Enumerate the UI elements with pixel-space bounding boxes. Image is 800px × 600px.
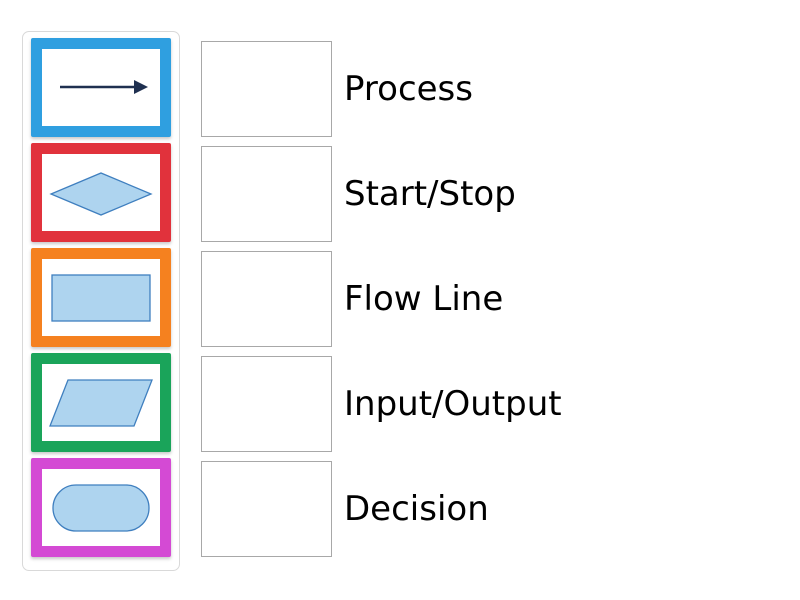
dropzone-decision[interactable] <box>201 460 332 557</box>
match-row: Start/Stop <box>201 141 562 246</box>
dropzone-flow-line[interactable] <box>201 250 332 347</box>
row-label-start-stop: Start/Stop <box>344 173 516 214</box>
tile-process-rectangle[interactable] <box>31 248 171 347</box>
row-label-process: Process <box>344 68 473 109</box>
tile-start-stop-stadium[interactable] <box>31 458 171 557</box>
match-rows: Process Start/Stop Flow Line Input/Outpu… <box>201 36 562 561</box>
match-row: Flow Line <box>201 246 562 351</box>
row-label-flow-line: Flow Line <box>344 278 504 319</box>
tile-canvas <box>42 259 160 336</box>
row-label-input-output: Input/Output <box>344 383 562 424</box>
match-row: Input/Output <box>201 351 562 456</box>
input-output-parallelogram-icon <box>42 364 160 441</box>
flow-line-arrow-icon <box>42 49 160 126</box>
dropzone-process[interactable] <box>201 40 332 137</box>
tile-decision-diamond[interactable] <box>31 143 171 242</box>
tile-canvas <box>42 49 160 126</box>
match-row: Decision <box>201 456 562 561</box>
tile-canvas <box>42 364 160 441</box>
match-row: Process <box>201 36 562 141</box>
dropzone-start-stop[interactable] <box>201 145 332 242</box>
dropzone-input-output[interactable] <box>201 355 332 452</box>
start-stop-stadium-icon <box>42 469 160 546</box>
process-rectangle-icon <box>42 259 160 336</box>
tile-flow-line-arrow[interactable] <box>31 38 171 137</box>
tile-canvas <box>42 154 160 231</box>
row-label-decision: Decision <box>344 488 489 529</box>
tile-canvas <box>42 469 160 546</box>
tile-input-output-parallelogram[interactable] <box>31 353 171 452</box>
tile-tray <box>22 31 180 571</box>
decision-diamond-icon <box>42 154 160 231</box>
